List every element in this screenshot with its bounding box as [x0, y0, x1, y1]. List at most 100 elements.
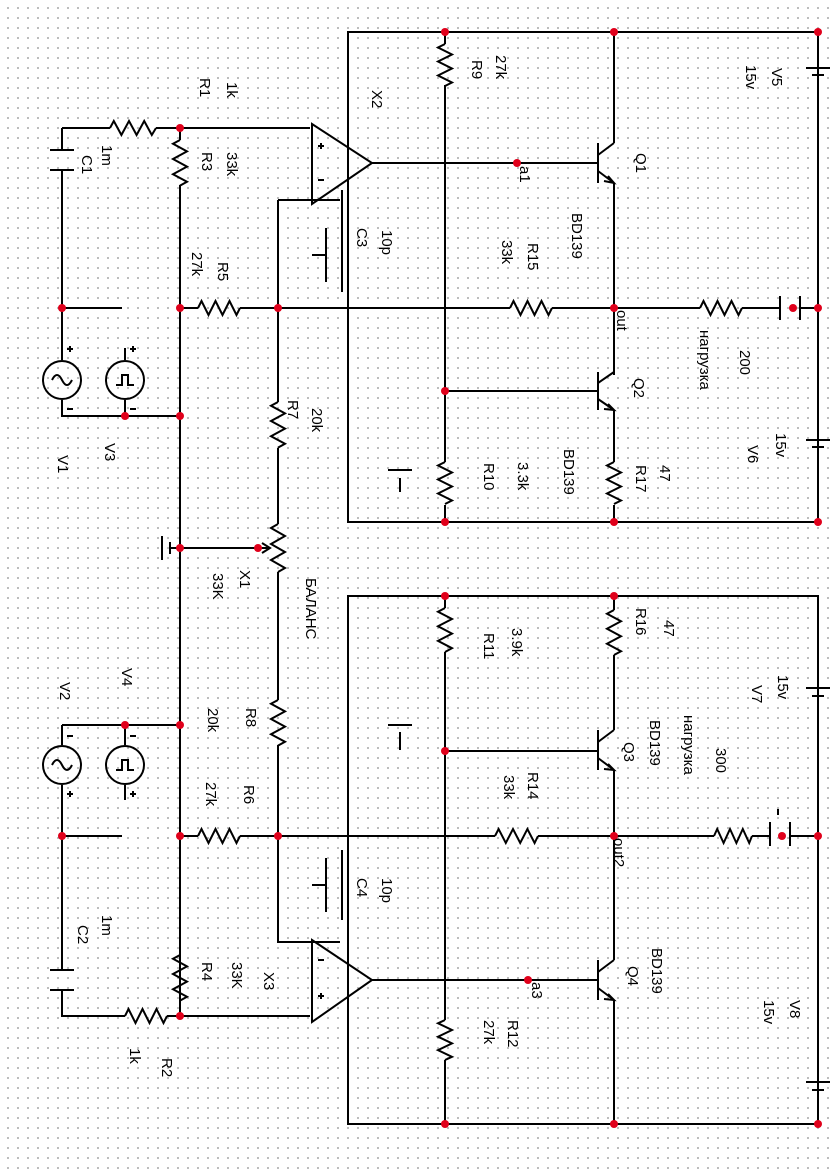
label-v3: V3	[101, 443, 118, 461]
label-x3: X3	[260, 972, 277, 990]
label-v2: V2	[56, 682, 73, 700]
label-a1: a1	[516, 166, 533, 183]
label-r6: R6	[240, 785, 257, 804]
label-v8-value: 15v	[760, 1000, 777, 1025]
resistor-r12	[435, 1019, 455, 1061]
label-r15: R15	[524, 243, 541, 271]
battery-v6	[806, 439, 830, 448]
transistor-q1	[597, 142, 617, 185]
resistors	[109, 43, 753, 1061]
label-c1-value: 1m	[98, 145, 115, 166]
label-r4: R4	[198, 962, 215, 981]
label-load-300-value: 300	[712, 748, 729, 773]
resistor-r5	[197, 298, 241, 318]
resistor-r15	[509, 298, 553, 318]
label-r16-value: 47	[660, 620, 677, 637]
label-v5: V5	[768, 68, 785, 86]
resistor-load-300	[713, 826, 753, 846]
battery-v8	[806, 1081, 830, 1091]
label-c3-value: 10p	[378, 230, 395, 255]
label-r7-value: 20k	[308, 408, 325, 433]
junctions	[58, 28, 822, 1128]
capacitor-c1	[50, 149, 74, 171]
resistor-r10	[435, 461, 455, 505]
label-r5-value: 27k	[188, 252, 205, 277]
label-r9-value: 27k	[492, 55, 509, 80]
opamps	[311, 122, 374, 1024]
label-q3: Q3	[620, 742, 637, 762]
potentiometer-x1	[268, 523, 288, 573]
label-v4: V4	[118, 668, 135, 686]
transistor-q2	[597, 371, 617, 412]
resistor-r11	[435, 607, 455, 653]
label-c1: C1	[78, 155, 95, 174]
label-r17-value: 47	[656, 465, 673, 482]
label-load-200-value: 200	[736, 350, 753, 375]
label-c4-value: 10p	[378, 878, 395, 903]
label-r10-value: 3.3k	[514, 462, 531, 491]
ground-top	[388, 469, 412, 492]
label-r2: R2	[158, 1058, 175, 1077]
label-c2: C2	[74, 925, 91, 944]
label-r1: R1	[196, 78, 213, 97]
label-load-200: нагрузка	[696, 330, 713, 391]
transistor-q4	[597, 959, 617, 1002]
label-out: out	[613, 310, 630, 332]
capacitors	[50, 149, 343, 991]
label-r12-value: 27k	[480, 1020, 497, 1045]
resistor-r4	[170, 954, 190, 1002]
label-c3: C3	[353, 228, 370, 247]
label-balance: БАЛАНС	[302, 578, 319, 640]
capacitor-c2	[50, 969, 74, 991]
ac-source-v2	[42, 735, 82, 797]
transistor-q3	[597, 729, 617, 772]
resistor-r14	[494, 826, 539, 846]
capacitor-c4	[312, 850, 343, 943]
resistor-r17	[604, 461, 624, 505]
battery-v5	[806, 67, 830, 76]
wires	[61, 31, 819, 1125]
label-c2-value: 1m	[98, 915, 115, 936]
label-r10: R10	[480, 463, 497, 491]
pulse-source-v4	[105, 735, 145, 797]
pulse-source-v3	[105, 346, 145, 410]
label-r11: R11	[480, 633, 497, 659]
ground-bottom	[388, 724, 412, 750]
label-v6: V6	[744, 445, 761, 463]
resistor-r8	[268, 699, 288, 747]
label-r6-value: 27k	[202, 782, 219, 807]
capacitor-c3	[312, 190, 343, 292]
label-v5-value: 15v	[742, 65, 759, 90]
label-r2-value: 1k	[126, 1048, 143, 1064]
label-v8: V8	[786, 1000, 803, 1018]
label-r8: R8	[242, 708, 259, 727]
resistor-load-200	[699, 298, 743, 318]
label-r5: R5	[214, 262, 231, 281]
cell-right-bottom	[769, 809, 791, 846]
ac-source-v1	[42, 346, 82, 410]
resistor-r6	[197, 826, 241, 846]
label-r11-value: 3.9k	[508, 628, 525, 657]
opamp-x3	[311, 938, 374, 1024]
label-r4-value: 33K	[228, 962, 245, 989]
opamp-x2	[311, 122, 374, 206]
resistor-r3	[170, 139, 190, 187]
label-r14-value: 33k	[500, 775, 517, 800]
resistor-r16	[604, 609, 624, 656]
label-r1-value: 1k	[223, 82, 240, 98]
label-q2-model: BD139	[560, 449, 577, 495]
label-x2: X2	[368, 90, 385, 108]
label-r8-value: 20k	[204, 708, 221, 733]
cell-right-top	[779, 296, 801, 320]
resistor-r7	[268, 401, 288, 449]
label-q1-model: BD139	[568, 213, 585, 259]
label-r15-value: 33k	[498, 240, 515, 265]
resistor-r1	[109, 118, 157, 138]
labels: R1 1k 1m C1 R3 33k X2 C3 10p R5 27k 27k …	[54, 55, 803, 1077]
label-a3: a3	[528, 982, 545, 999]
resistor-r9	[435, 43, 455, 87]
label-r3-value: 33k	[223, 152, 240, 177]
label-r7: R7	[284, 400, 301, 419]
ground-left	[161, 536, 171, 560]
